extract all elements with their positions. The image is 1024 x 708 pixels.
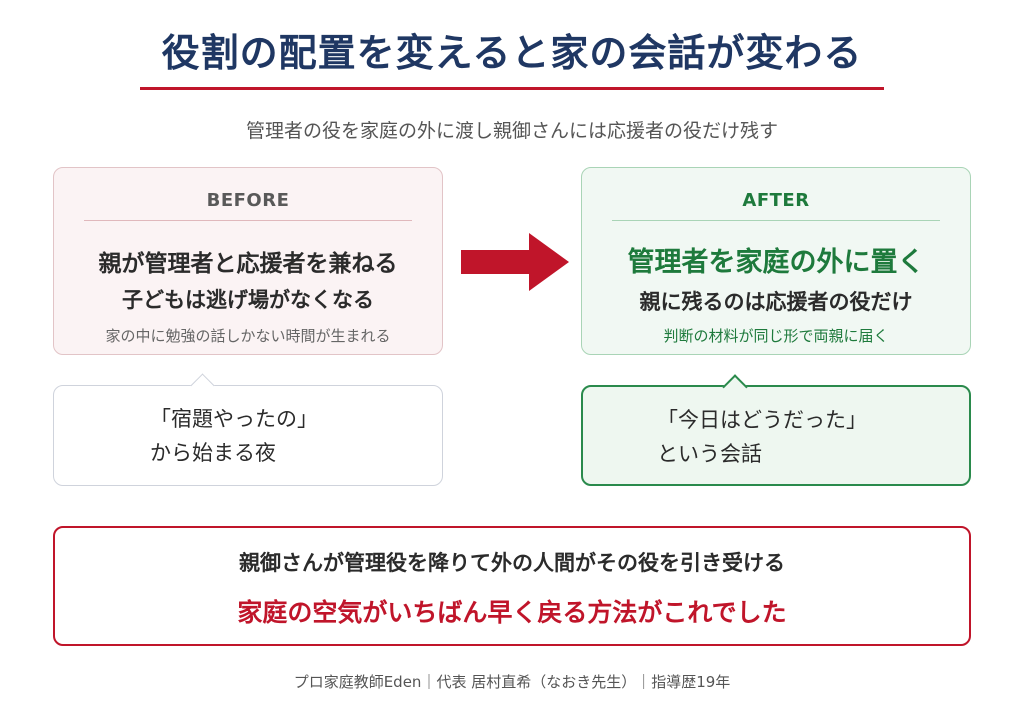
before-headline: 親が管理者と応援者を兼ねる xyxy=(98,251,398,277)
before-quote-line2: から始まる夜 xyxy=(150,441,276,465)
before-quote-line1: 「宿題やったの」 xyxy=(150,407,318,431)
after-headline: 管理者を家庭の外に置く xyxy=(627,247,925,278)
summary-box: 親御さんが管理役を降りて外の人間がその役を引き受ける 家庭の空気がいちばん早く戻… xyxy=(53,526,971,646)
after-quote-text: 「今日はどうだった」 という会話 xyxy=(657,403,867,471)
title-underline xyxy=(140,87,884,90)
page-subtitle: 管理者の役を家庭の外に渡し親御さんには応援者の役だけ残す xyxy=(245,120,778,142)
bubble-pointer xyxy=(190,373,215,398)
page-title: 役割の配置を変えると家の会話が変わる xyxy=(161,31,863,75)
before-divider xyxy=(84,220,412,221)
after-divider xyxy=(612,220,940,221)
summary-statement: 親御さんが管理役を降りて外の人間がその役を引き受ける xyxy=(239,551,785,575)
after-subheadline: 親に残るのは応援者の役だけ xyxy=(639,290,913,314)
after-quote-line2: という会話 xyxy=(657,442,762,466)
before-quote-text: 「宿題やったの」 から始まる夜 xyxy=(150,402,318,470)
after-label: AFTER xyxy=(742,190,810,211)
before-note: 家の中に勉強の話しかない時間が生まれる xyxy=(105,327,391,345)
after-quote-bubble: 「今日はどうだった」 という会話 xyxy=(581,374,971,486)
after-quote-line1: 「今日はどうだった」 xyxy=(657,408,867,432)
after-note: 判断の材料が同じ形で両親に届く xyxy=(663,327,889,345)
before-card: BEFORE 親が管理者と応援者を兼ねる 子どもは逃げ場がなくなる 家の中に勉強… xyxy=(53,167,443,355)
before-label: BEFORE xyxy=(206,190,290,211)
before-quote-bubble: 「宿題やったの」 から始まる夜 xyxy=(53,373,443,486)
summary-conclusion: 家庭の空気がいちばん早く戻る方法がこれでした xyxy=(237,598,787,627)
footer-credit: プロ家庭教師Eden｜代表 居村直希（なおき先生）｜指導歴19年 xyxy=(293,673,731,691)
arrow-right-icon xyxy=(461,233,569,291)
after-card: AFTER 管理者を家庭の外に置く 親に残るのは応援者の役だけ 判断の材料が同じ… xyxy=(581,167,971,355)
before-subheadline: 子どもは逃げ場がなくなる xyxy=(122,288,374,312)
bubble-pointer xyxy=(722,374,748,400)
